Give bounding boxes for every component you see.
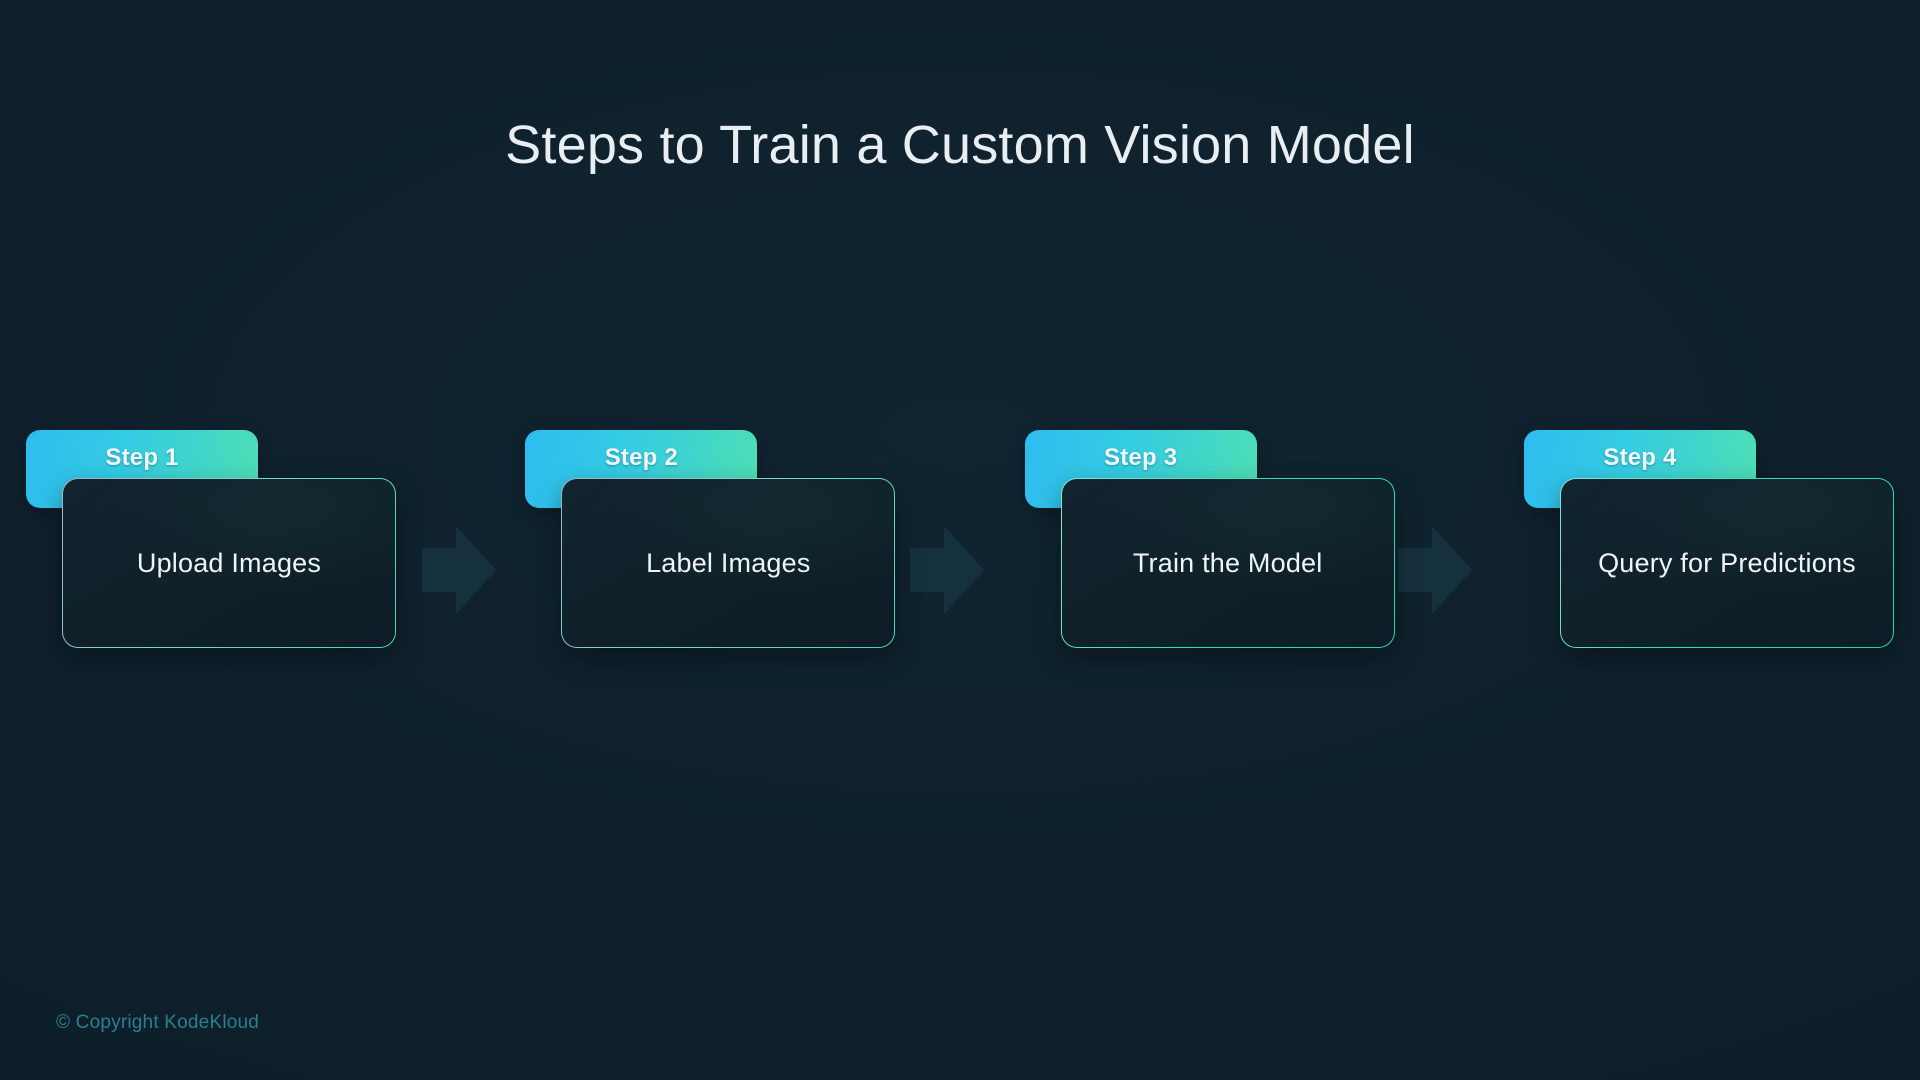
step-block-2: Step 2 Label Images bbox=[525, 430, 896, 650]
step-block-3: Step 3 Train the Model bbox=[1024, 430, 1395, 650]
arrow-right-icon bbox=[1398, 522, 1472, 618]
step-badge-label-3: Step 3 bbox=[1104, 444, 1178, 471]
page-title: Steps to Train a Custom Vision Model bbox=[505, 115, 1415, 176]
step-card-3[interactable]: Train the Model bbox=[1060, 478, 1395, 648]
step-card-2[interactable]: Label Images bbox=[561, 478, 896, 648]
step-card-label-1: Upload Images bbox=[136, 547, 322, 578]
step-card-inner-3: Train the Model bbox=[1061, 479, 1394, 647]
step-badge-label-4: Step 4 bbox=[1603, 444, 1677, 471]
step-card-label-4: Query for Predictions bbox=[1598, 547, 1856, 578]
step-badge-label-1: Step 1 bbox=[105, 444, 179, 471]
step-card-1[interactable]: Upload Images bbox=[62, 478, 396, 648]
arrow-right-icon bbox=[422, 522, 496, 618]
step-card-inner-1: Upload Images bbox=[63, 479, 395, 647]
step-block-4: Step 4 Query for Predictions bbox=[1523, 430, 1894, 650]
step-badge-label-2: Step 2 bbox=[604, 444, 678, 471]
step-card-4[interactable]: Query for Predictions bbox=[1559, 478, 1894, 648]
page-title-container: Steps to Train a Custom Vision Model bbox=[0, 78, 1920, 212]
step-block-1: Step 1 Upload Images bbox=[26, 430, 396, 650]
footer-copyright: © Copyright KodeKloud bbox=[56, 1012, 260, 1033]
step-card-label-2: Label Images bbox=[646, 547, 811, 578]
step-card-label-3: Train the Model bbox=[1132, 547, 1323, 578]
step-card-inner-2: Label Images bbox=[562, 479, 895, 647]
arrow-right-icon bbox=[910, 522, 984, 618]
step-card-inner-4: Query for Predictions bbox=[1560, 479, 1893, 647]
steps-flow-row: Step 1 Upload Images Step 2 Label Images bbox=[26, 430, 1894, 650]
